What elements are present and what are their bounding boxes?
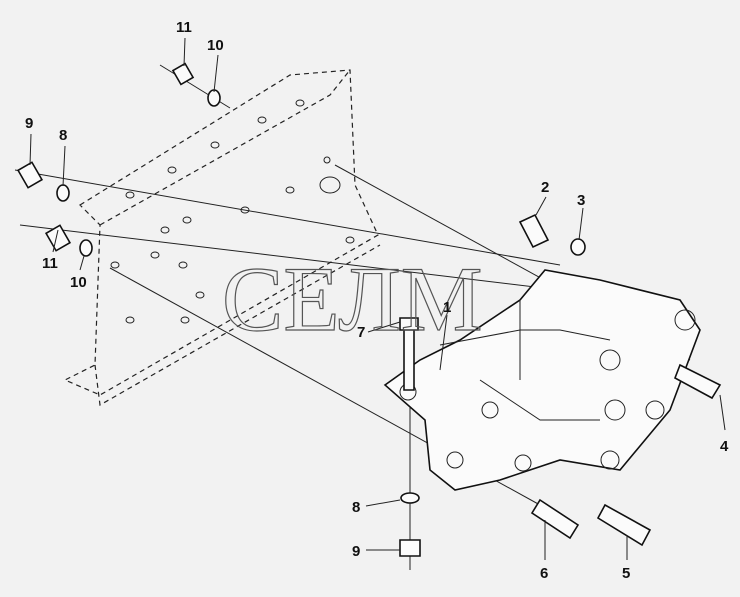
callout-1: 1: [443, 299, 451, 316]
callout-9: 9: [25, 115, 33, 132]
callout-6: 6: [540, 565, 548, 582]
fasteners: [16, 62, 722, 557]
callout-8: 8: [352, 499, 360, 516]
callout-7: 7: [357, 324, 365, 341]
bracket-part-1: [383, 269, 701, 491]
callout-2: 2: [541, 179, 549, 196]
frame-rail: [63, 69, 381, 406]
callout-11: 11: [176, 19, 192, 36]
callout-8: 8: [59, 127, 67, 144]
callout-10: 10: [70, 274, 87, 291]
callout-9: 9: [352, 543, 360, 560]
callout-10: 10: [207, 37, 224, 54]
callout-3: 3: [577, 192, 585, 209]
watermark-text: СЕЛМ: [222, 248, 483, 350]
callout-4: 4: [720, 438, 729, 455]
callout-5: 5: [622, 565, 630, 582]
callout-11: 11: [42, 255, 58, 272]
